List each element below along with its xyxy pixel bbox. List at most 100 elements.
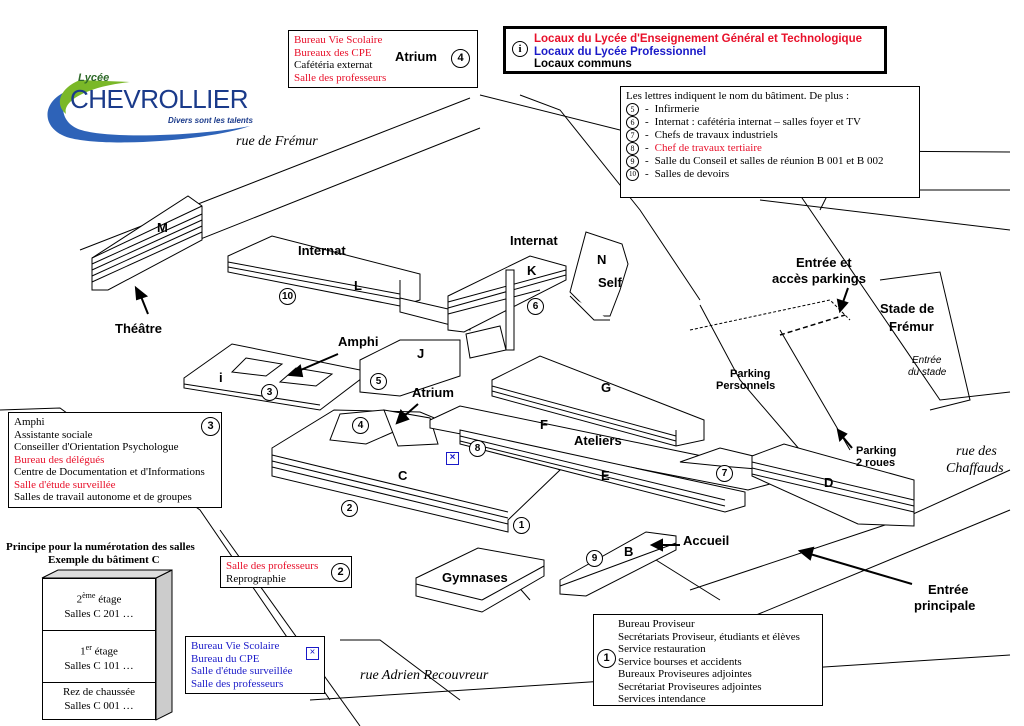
legend-lgt: Locaux du Lycée d'Enseignement Général e… — [534, 33, 862, 45]
parking-roues-label-2: 2 roues — [856, 457, 896, 469]
box8-line: Salle des professeurs — [191, 677, 284, 690]
logo-lycee-text: Lycée — [78, 72, 110, 84]
notes-item: 5-Infirmerie — [626, 102, 914, 116]
entree-parkings-label-1: Entrée et — [796, 255, 852, 270]
street-recouvreur: rue Adrien Recouvreur — [360, 668, 489, 683]
box8-line: Bureau Vie Scolaire — [191, 640, 280, 652]
parking-perso-label-1: Parking — [730, 368, 771, 380]
box1-line: Bureau Proviseur — [618, 618, 695, 630]
theatre-label: Théâtre — [115, 321, 162, 336]
box3-line: Salles de travail autonome et de groupes — [14, 491, 192, 503]
street-chaffauds-2: Chaffauds — [946, 461, 1004, 476]
building-k-label: K — [527, 263, 537, 278]
box3-num: 3 — [201, 417, 220, 436]
box3-line: Assistante sociale — [14, 428, 93, 441]
self-label: Self — [598, 275, 622, 290]
atrium-line: Cafétéria externat — [294, 59, 373, 71]
marker-6: 6 — [527, 298, 544, 315]
box8-line: Salle d'étude surveillée — [191, 665, 293, 677]
entree-principale-label-2: principale — [914, 598, 976, 613]
marker-5: 5 — [370, 373, 387, 390]
atrium-line: Bureaux des CPE — [294, 46, 372, 59]
amphi-label: Amphi — [338, 334, 379, 349]
box8-line: Bureau du CPE — [191, 652, 260, 665]
atrium-box-num: 4 — [451, 49, 470, 68]
box1-line: Service bourses et accidents — [618, 655, 742, 668]
building-g-label: G — [601, 380, 612, 395]
street-fremur: rue de Frémur — [236, 134, 318, 149]
box2-num: 2 — [331, 563, 350, 582]
parking-roues-label-1: Parking — [856, 445, 897, 457]
lp-marker-icon: × — [446, 452, 459, 465]
box3-line: Salle d'étude surveillée — [14, 478, 116, 491]
atrium-box-title: Atrium — [395, 49, 437, 64]
notes-item: 7-Chefs de travaux industriels — [626, 128, 914, 142]
info-icon: i — [512, 41, 528, 57]
legend-common: Locaux communs — [534, 58, 632, 70]
atrium-line: Bureau Vie Scolaire — [294, 34, 383, 46]
lp-marker-icon: × — [306, 647, 319, 660]
notes-item: 8-Chef de travaux tertiaire — [626, 141, 914, 155]
notes-item: 10-Salles de devoirs — [626, 167, 914, 181]
internat-k-label: Internat — [510, 233, 558, 248]
atrium-line: Salle des professeurs — [294, 71, 387, 84]
floors-title-2: Exemple du bâtiment C — [48, 554, 160, 566]
notes-item: 9-Salle du Conseil et salles de réunion … — [626, 154, 914, 168]
box1-line: Secrétariat Proviseures adjointes — [618, 680, 762, 693]
marker-8: 8 — [469, 440, 486, 457]
building-i-label: i — [219, 370, 223, 385]
internat-l-label: Internat — [298, 243, 346, 258]
entree-stade-label-1: Entrée — [912, 355, 942, 366]
box2-line: Salle des professeurs — [226, 560, 319, 572]
building-c-label: C — [398, 468, 408, 483]
notes-item: 6-Internat : cafétéria internat – salles… — [626, 115, 914, 129]
marker-4: 4 — [352, 417, 369, 434]
accueil-label: Accueil — [683, 533, 730, 548]
building-j-label: J — [417, 346, 425, 361]
box-1-info: Bureau Proviseur Secrétariats Proviseur,… — [593, 614, 823, 706]
marker-7: 7 — [716, 465, 733, 482]
lycee-logo: Lycée CHEVROLLIER Divers sont les talent… — [30, 70, 270, 150]
color-legend: i Locaux du Lycée d'Enseignement Général… — [503, 26, 887, 74]
building-l-label: L — [354, 278, 362, 293]
box1-line: Secrétariats Proviseur, étudiants et élè… — [618, 630, 800, 643]
gymnases-label: Gymnases — [442, 570, 508, 585]
legend-lp: Locaux du Lycée Professionnel — [534, 45, 707, 58]
box1-line: Service restauration — [618, 643, 706, 655]
building-n-label: N — [597, 252, 607, 267]
marker-3: 3 — [261, 384, 278, 401]
floors-title-1: Principe pour la numérotation des salles — [6, 541, 195, 553]
building-f-label: F — [540, 417, 548, 432]
marker-2: 2 — [341, 500, 358, 517]
box3-line: Amphi — [14, 416, 45, 428]
box1-line: Services intendance — [618, 693, 706, 705]
box2-line: Reprographie — [226, 572, 286, 585]
ateliers-label: Ateliers — [574, 433, 622, 448]
box3-line: Bureau des délégués — [14, 453, 105, 466]
box1-num: 1 — [597, 649, 616, 668]
building-e-label: E — [601, 468, 610, 483]
marker-1: 1 — [513, 517, 530, 534]
box-lp-info: Bureau Vie Scolaire Bureau du CPE Salle … — [185, 636, 325, 694]
atrium-label: Atrium — [412, 385, 454, 400]
stade-label-2: Frémur — [889, 319, 934, 334]
building-notes-box: Les lettres indiquent le nom du bâtiment… — [620, 86, 920, 198]
building-d-label: D — [824, 475, 834, 490]
entree-stade-label-2: du stade — [908, 367, 947, 378]
street-chaffauds-1: rue des — [956, 444, 997, 459]
atrium-info-box: Bureau Vie Scolaire Bureaux des CPE Café… — [288, 30, 478, 88]
parking-perso-label-2: Personnels — [716, 380, 776, 392]
logo-tagline: Divers sont les talents — [168, 116, 253, 125]
entree-parkings-label-2: accès parkings — [772, 271, 866, 286]
box1-line: Bureaux Proviseures adjointes — [618, 668, 752, 680]
box3-line: Conseiller d'Orientation Psychologue — [14, 441, 179, 453]
building-m-shape — [91, 195, 203, 291]
stade-label-1: Stade de — [880, 301, 935, 316]
building-m-label: M — [157, 220, 168, 235]
logo-swoosh-icon — [47, 80, 250, 143]
entree-principale-label-1: Entrée — [928, 582, 969, 597]
